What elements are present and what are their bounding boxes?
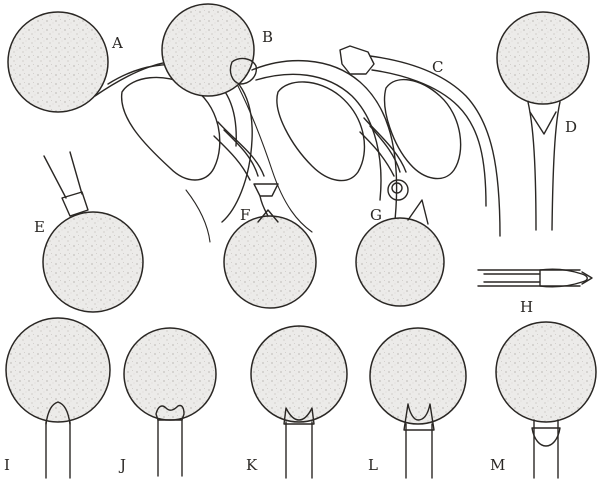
label-l: L: [368, 456, 378, 474]
panel-f-sphere: [224, 216, 316, 308]
panel-l: L: [368, 328, 466, 478]
panel-g-tube-back: [360, 132, 394, 176]
label-h: H: [520, 298, 533, 316]
panel-m-plug: [532, 428, 560, 446]
label-i: I: [4, 456, 10, 474]
label-m: M: [490, 456, 505, 474]
panel-j-sphere: [124, 328, 216, 420]
panel-b: B: [162, 4, 397, 232]
label-a: A: [111, 34, 123, 52]
panel-e: E: [34, 152, 143, 312]
panel-i: I: [4, 318, 110, 478]
panel-c-tip: [340, 46, 374, 74]
panel-f-capsule: [254, 184, 278, 196]
panel-d-sphere: [497, 12, 589, 104]
label-c: C: [432, 58, 443, 76]
panel-i-sphere: [6, 318, 110, 422]
panel-d-plug: [530, 112, 556, 134]
panel-g: G: [356, 118, 444, 306]
label-g: G: [370, 206, 382, 224]
label-f: F: [240, 206, 250, 224]
label-j: J: [118, 456, 126, 474]
panel-l-sphere: [370, 328, 466, 424]
panel-m: M: [490, 322, 596, 478]
panel-a-outer-stalk: [186, 190, 210, 242]
panel-m-sphere: [496, 322, 596, 422]
panel-e-tube-left: [44, 156, 66, 198]
panel-h-capsule: [540, 269, 587, 287]
panel-a-sphere: [8, 12, 108, 112]
panel-e-tube-right: [70, 152, 82, 194]
panel-g-sphere: [356, 218, 444, 306]
panel-d: D: [497, 12, 589, 230]
panel-d-stalk-left: [528, 102, 536, 230]
panel-k-sphere: [251, 326, 347, 422]
panel-b-tube-inner: [256, 74, 381, 200]
panel-b-loop: [277, 82, 365, 181]
panel-h: H: [478, 269, 592, 316]
panel-e-sphere: [43, 212, 143, 312]
label-d: D: [565, 118, 577, 136]
label-e: E: [34, 218, 45, 236]
panel-b-sphere: [162, 4, 254, 96]
panel-f-neck: [260, 196, 268, 216]
panel-j: J: [118, 328, 216, 476]
panel-f-tube-inner: [224, 130, 258, 176]
panel-k: K: [246, 326, 347, 478]
panel-d-stalk-right: [552, 102, 560, 230]
label-k: K: [246, 456, 258, 474]
label-b: B: [262, 28, 273, 46]
